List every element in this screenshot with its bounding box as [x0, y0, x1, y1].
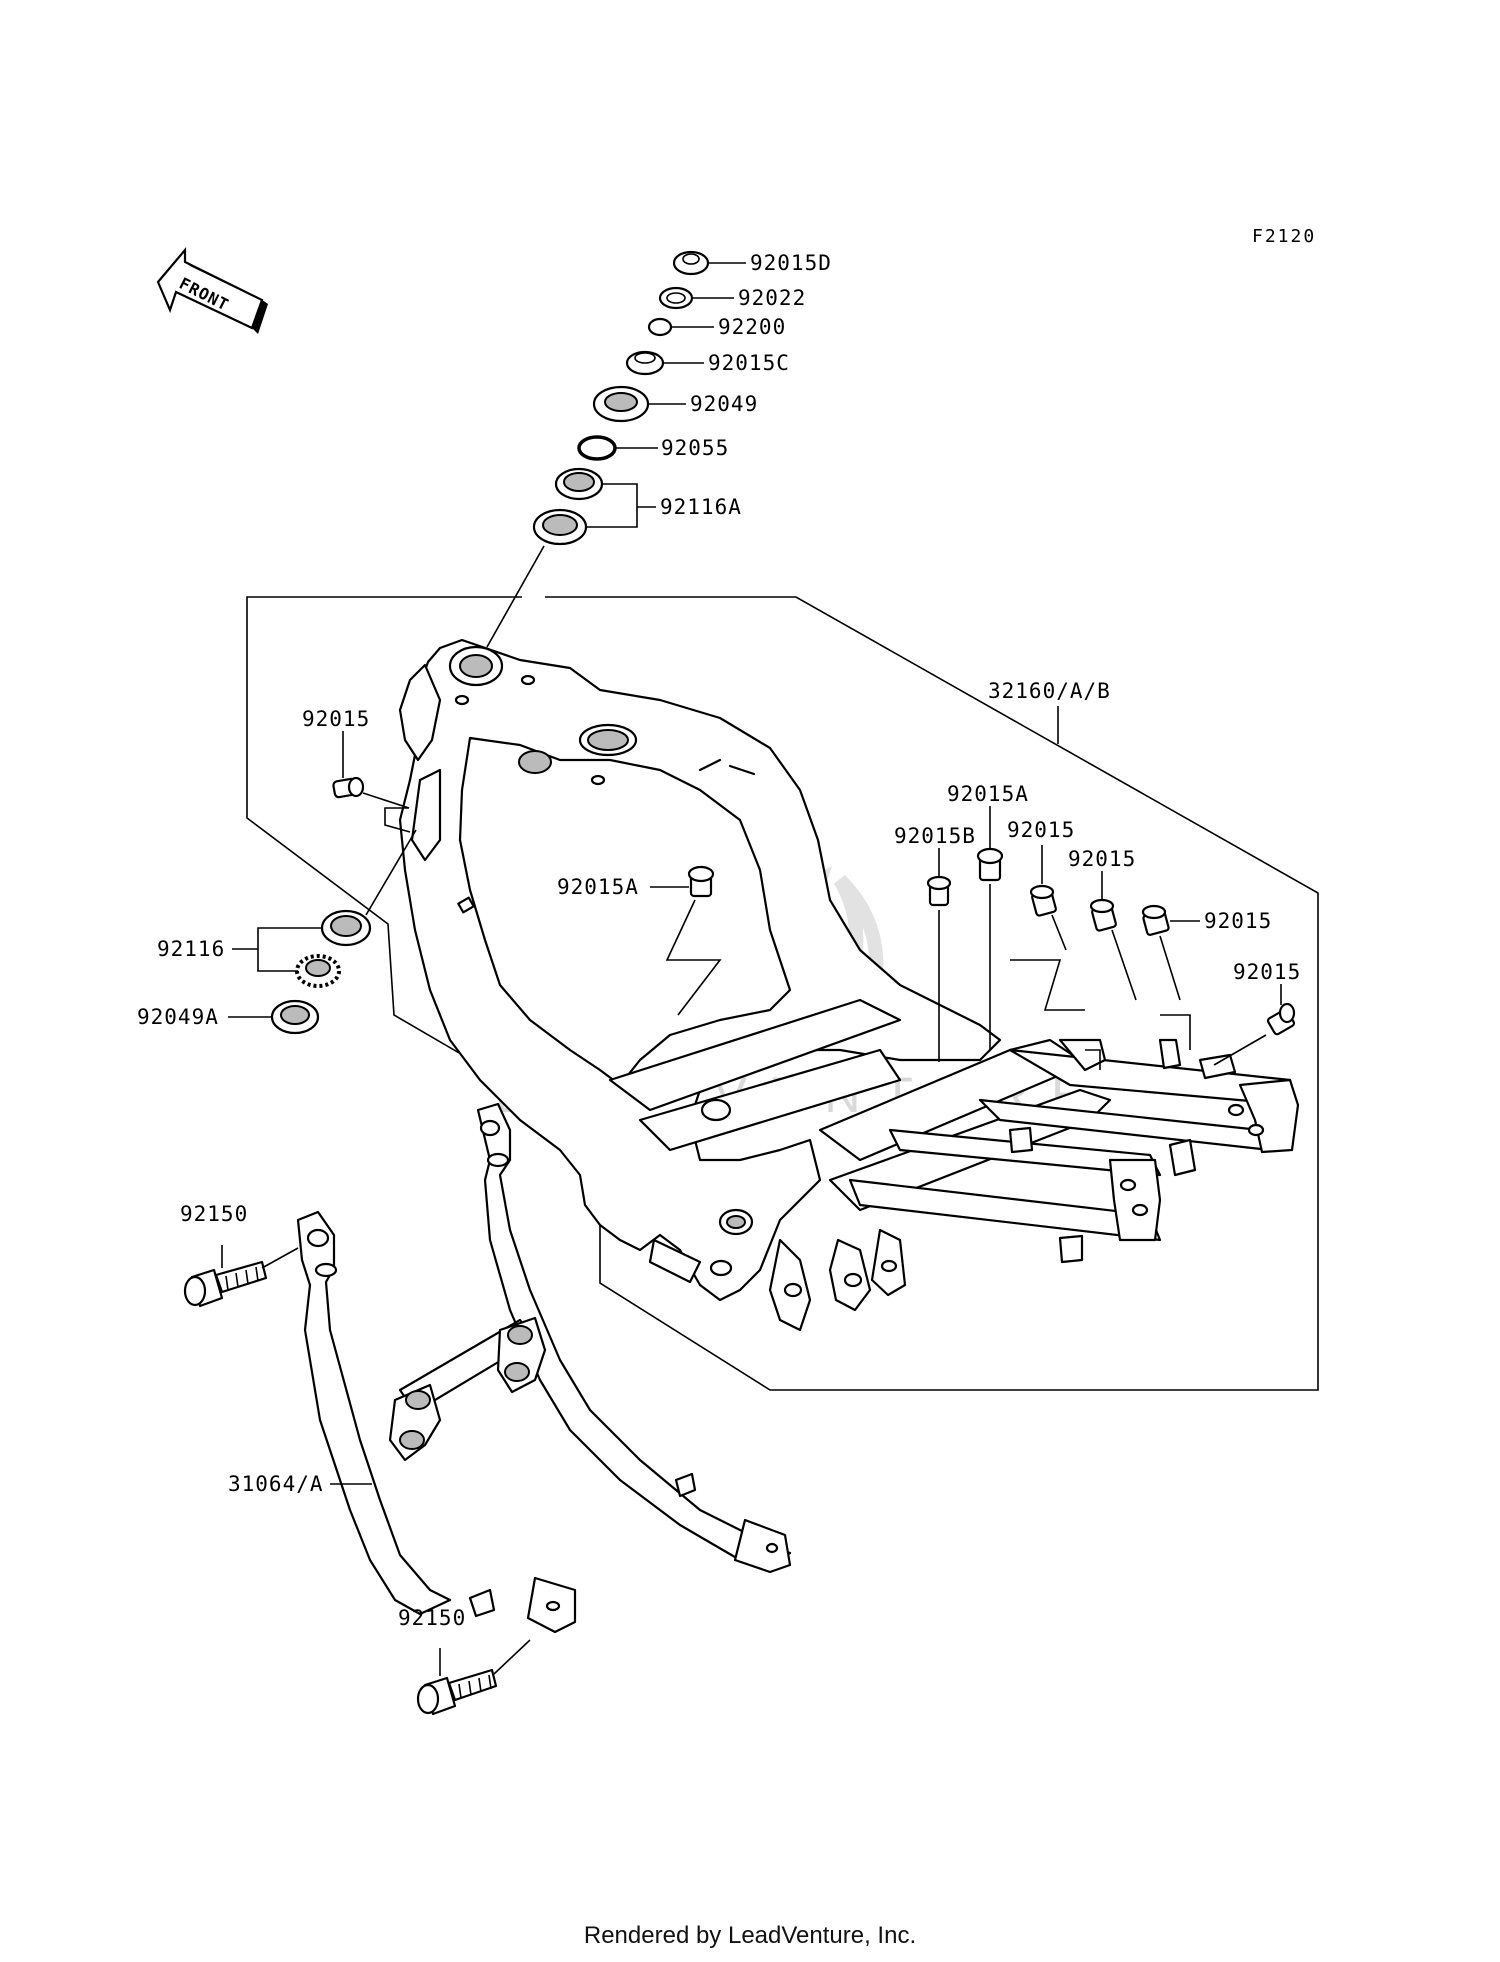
callout-92116: 92116 — [157, 937, 225, 961]
callout-92015D: 92015D — [750, 251, 832, 275]
callout-92055: 92055 — [661, 436, 729, 460]
callout-92015-mid3: 92015 — [1204, 909, 1272, 933]
callout-32160: 32160/A/B — [988, 679, 1111, 703]
callout-92150-top: 92150 — [180, 1202, 248, 1226]
steering-parts-stack — [486, 250, 746, 648]
part-92015D — [672, 250, 710, 276]
center-bushing-group: 92015A — [557, 865, 722, 1016]
callout-92200: 92200 — [718, 315, 786, 339]
callout-92015-right: 92015 — [1233, 960, 1301, 984]
callout-92049A: 92049A — [137, 1005, 219, 1029]
callout-92015A-center: 92015A — [557, 875, 639, 899]
callout-92049: 92049 — [690, 392, 758, 416]
engine-bracket-assembly: 31064/A — [228, 1102, 792, 1634]
callout-92015-mid2: 92015 — [1068, 847, 1136, 871]
callout-92116A: 92116A — [660, 495, 742, 519]
rear-bushings-group: 92015B 92015A 92015 92015 92015 92015 — [894, 782, 1301, 1070]
front-arrow-icon: FRONT — [156, 246, 268, 334]
left-bushing-group: 92015 — [302, 707, 411, 833]
callout-92015B: 92015B — [894, 824, 976, 848]
part-92055 — [577, 435, 617, 461]
callout-92015A-top: 92015A — [947, 782, 1029, 806]
callout-31064: 31064/A — [228, 1472, 324, 1496]
callout-92015C: 92015C — [708, 351, 790, 375]
footer-credit: Rendered by LeadVenture, Inc. — [583, 1922, 917, 1949]
lower-bearing-group: 92116 92049A — [137, 829, 417, 1035]
callout-92015-mid1: 92015 — [1007, 818, 1075, 842]
callout-92015-left: 92015 — [302, 707, 370, 731]
callout-92150-bottom: 92150 — [398, 1606, 466, 1630]
part-92022 — [658, 286, 694, 310]
diagram-code: F2120 — [1252, 226, 1316, 247]
part-92200 — [647, 317, 673, 337]
bolt-92150-top: 92150 — [180, 1202, 299, 1308]
main-frame — [398, 638, 1300, 1332]
bolt-92150-bottom: 92150 — [398, 1606, 531, 1716]
callout-92022: 92022 — [738, 286, 806, 310]
